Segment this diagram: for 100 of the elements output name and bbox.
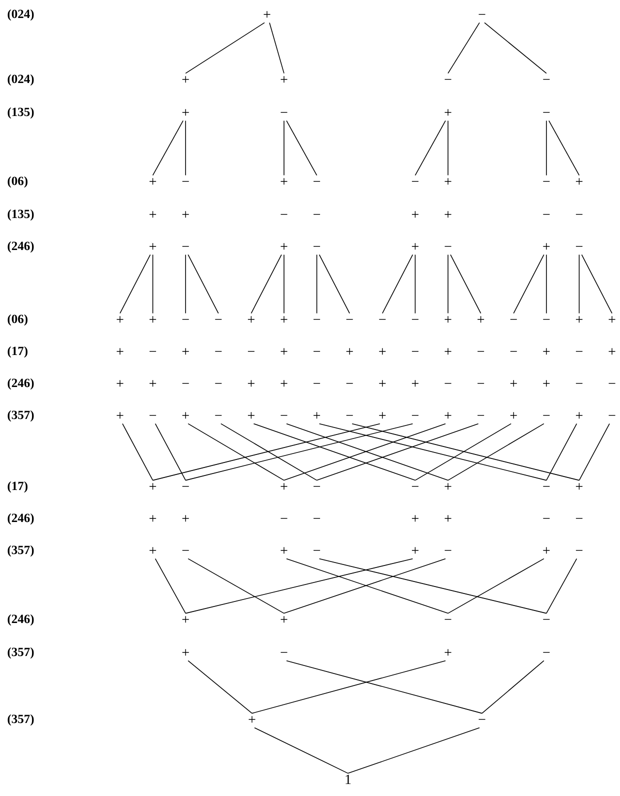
connector-line [548, 120, 580, 176]
sign: + [116, 380, 124, 387]
connector-line [448, 423, 544, 481]
sign: − [608, 415, 616, 416]
sign: − [150, 415, 156, 416]
row-label: (17) [8, 346, 28, 358]
sign: − [314, 486, 320, 487]
sign: − [314, 351, 320, 352]
sign: + [543, 348, 550, 355]
sign: + [444, 348, 452, 355]
sign: + [444, 211, 452, 218]
sign: − [280, 214, 288, 215]
sign: + [576, 316, 582, 323]
connector-line [154, 423, 186, 481]
sign: − [314, 246, 320, 247]
sign: + [346, 348, 353, 355]
sign: − [576, 550, 582, 551]
sign: − [543, 415, 550, 416]
connector-line [578, 423, 610, 481]
connector-line [414, 254, 416, 314]
sign: − [543, 486, 550, 487]
sign: + [116, 412, 124, 419]
sign: − [478, 14, 486, 15]
sign: + [182, 649, 189, 656]
sign: + [182, 412, 189, 419]
sign: + [248, 380, 254, 387]
row-label: (246) [8, 378, 34, 390]
sign: − [444, 619, 452, 620]
sign: − [280, 518, 288, 519]
connector-line [252, 660, 446, 714]
sign: − [314, 319, 320, 320]
sign: + [248, 412, 254, 419]
sign: + [608, 348, 616, 355]
connector-line [185, 254, 186, 314]
row-label: (357) [8, 714, 34, 726]
connector-line [482, 660, 544, 714]
connector-line [253, 423, 416, 481]
connector-line [352, 423, 580, 481]
sign: − [543, 181, 550, 182]
connector-line [254, 727, 348, 774]
row-label: (357) [8, 545, 34, 557]
sign: + [576, 483, 582, 490]
sign: − [576, 214, 582, 215]
sign: + [150, 243, 156, 250]
sign: − [412, 486, 418, 487]
connector-line [382, 254, 414, 314]
sign: + [444, 109, 452, 116]
sign: + [576, 412, 582, 419]
sign: + [412, 515, 418, 522]
sign: − [412, 319, 418, 320]
connector-line [250, 254, 282, 314]
connector-line [546, 254, 547, 314]
sign: + [412, 547, 418, 554]
sign: + [182, 76, 189, 83]
connector-line [120, 254, 151, 314]
sign: + [543, 380, 550, 387]
sign: + [182, 348, 189, 355]
connector-line [188, 254, 219, 314]
sign: + [444, 515, 452, 522]
sign: + [116, 316, 124, 323]
sign: + [248, 316, 254, 323]
sign: + [543, 547, 550, 554]
sign: − [314, 181, 320, 182]
sign: − [543, 319, 550, 320]
sign: + [412, 380, 418, 387]
sign: − [215, 319, 222, 320]
sign: + [576, 178, 582, 185]
sign: − [478, 719, 486, 720]
connector-line [318, 558, 547, 614]
sign: − [314, 550, 320, 551]
sign: + [510, 412, 517, 419]
sign: − [314, 383, 320, 384]
sign: − [280, 415, 288, 416]
row-label: (024) [8, 74, 34, 86]
connector-line [450, 254, 482, 314]
sign: − [346, 319, 353, 320]
connector-line [286, 120, 318, 176]
row-label: (246) [8, 614, 34, 626]
sign: − [150, 351, 156, 352]
sign: + [478, 316, 484, 323]
connector-line [185, 423, 414, 481]
connector-line [154, 558, 186, 614]
sign: − [510, 351, 517, 352]
connector-line [448, 558, 544, 614]
sign: + [280, 178, 288, 185]
sign: + [314, 412, 320, 419]
sign: − [576, 246, 582, 247]
connector-line [546, 558, 578, 614]
sign: + [280, 616, 288, 623]
connector-line [286, 660, 482, 714]
sign: − [215, 383, 222, 384]
sign: − [576, 518, 582, 519]
sign: + [248, 716, 256, 723]
connector-line [185, 120, 186, 176]
connector-line [316, 254, 318, 314]
row-label: (246) [8, 241, 34, 253]
sign: − [182, 319, 189, 320]
sign: − [215, 415, 222, 416]
sign: − [543, 112, 550, 113]
sign: − [314, 214, 320, 215]
